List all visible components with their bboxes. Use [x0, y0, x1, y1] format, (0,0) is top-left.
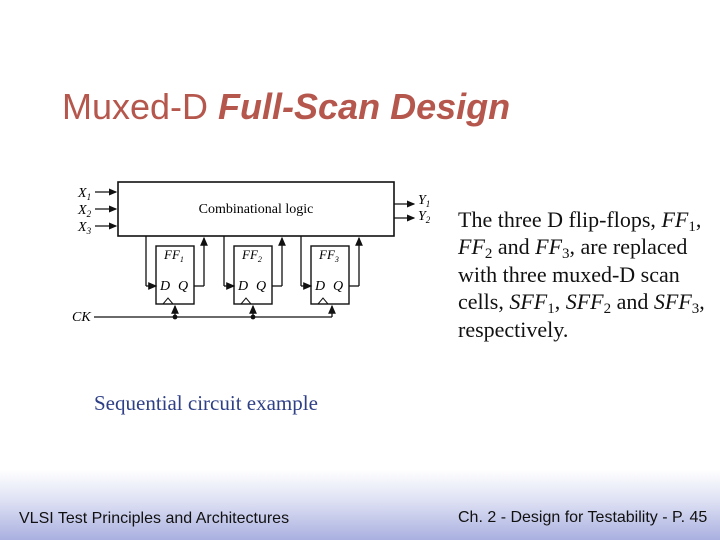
svg-text:X3: X3 — [77, 220, 92, 236]
footer-course-title: VLSI Test Principles and Architectures — [19, 510, 290, 527]
svg-text:Q: Q — [256, 279, 266, 294]
primary-output-y2: Y2 — [394, 209, 431, 225]
combinational-logic-block — [117, 181, 395, 237]
footer-band — [0, 470, 720, 540]
footer-chapter-page: Ch. 2 - Design for Testability - P. 45 — [458, 509, 708, 526]
clock-network: CK — [72, 304, 336, 325]
svg-text:D: D — [314, 279, 325, 294]
svg-text:X2: X2 — [77, 203, 92, 219]
title-emphasis: Full-Scan Design — [218, 86, 511, 127]
flipflop-ff2: FF2 D Q — [233, 245, 273, 305]
sequential-circuit-diagram: Combinational logic X1 X2 X3 Y1 Y2 FF1 D — [72, 181, 431, 325]
svg-text:FF2: FF2 — [241, 247, 262, 264]
svg-text:FF1: FF1 — [163, 247, 184, 264]
primary-input-x2: X2 — [77, 203, 118, 219]
primary-input-x1: X1 — [77, 186, 118, 202]
feedback-wires — [145, 236, 363, 290]
diagram-caption: Sequential circuit example — [94, 391, 318, 415]
svg-text:CK: CK — [72, 310, 91, 325]
primary-output-y1: Y1 — [394, 193, 430, 209]
slide-body-text: The three D flip-flops, FF1, FF2 and FF3… — [458, 207, 705, 342]
svg-text:FF3: FF3 — [318, 247, 339, 264]
svg-text:X1: X1 — [77, 186, 91, 202]
svg-text:D: D — [159, 279, 170, 294]
primary-input-x3: X3 — [77, 220, 118, 236]
slide-title: Muxed-D Full-Scan Design — [62, 86, 510, 128]
svg-text:D: D — [237, 279, 248, 294]
svg-text:Q: Q — [178, 279, 188, 294]
flipflop-ff3: FF3 D Q — [310, 245, 350, 305]
flipflop-ff1: FF1 D Q — [155, 245, 195, 305]
svg-text:Y2: Y2 — [418, 209, 431, 225]
combinational-logic-label: Combinational logic — [199, 202, 314, 217]
svg-text:Q: Q — [333, 279, 343, 294]
title-plain: Muxed-D — [62, 86, 219, 127]
svg-text:Y1: Y1 — [418, 193, 430, 209]
